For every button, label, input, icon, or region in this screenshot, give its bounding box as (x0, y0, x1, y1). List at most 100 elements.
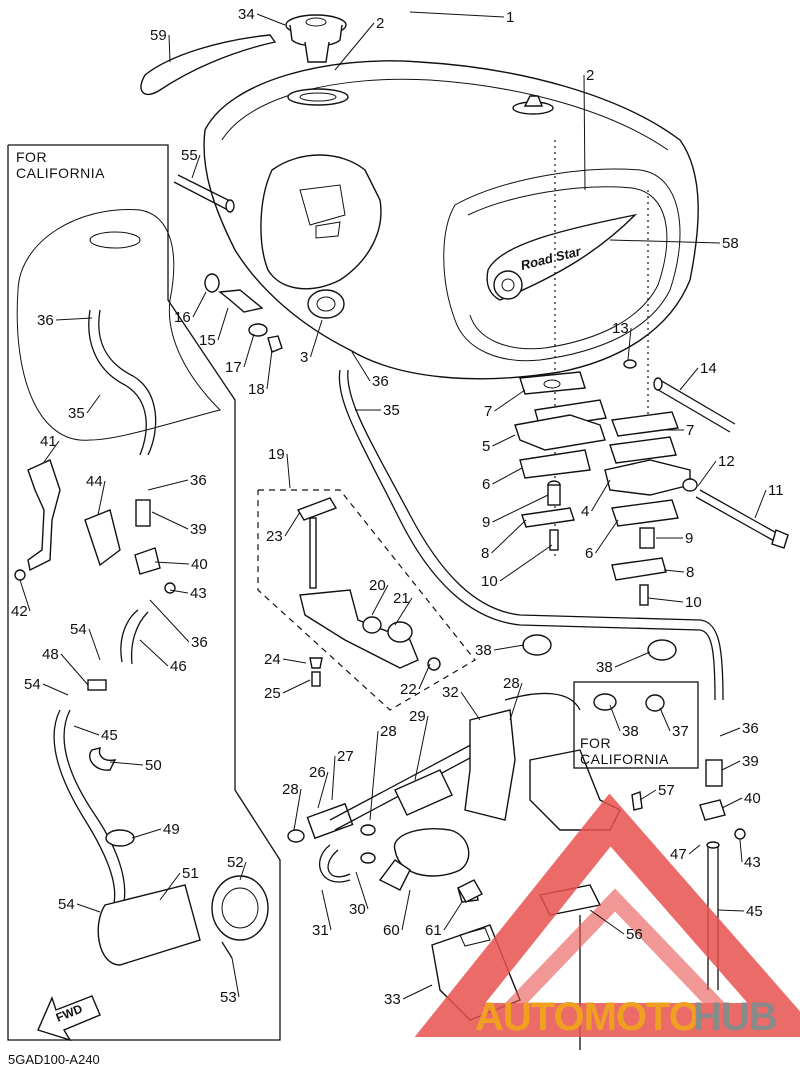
leader-line-c39a (151, 511, 189, 530)
leader-line-c49 (131, 828, 162, 839)
leader-line-c27 (331, 755, 336, 801)
callout-c15: 15 (199, 332, 216, 349)
callout-c38c: 38 (622, 723, 639, 740)
leader-line-c47 (688, 844, 701, 855)
watermark-text-primary: AUTOMOTO (475, 995, 699, 1039)
callout-c4: 4 (581, 503, 589, 520)
callout-c1: 1 (506, 9, 514, 26)
callout-c16: 16 (174, 309, 191, 326)
callout-c24: 24 (264, 651, 281, 668)
leader-line-c15 (217, 307, 229, 341)
mounting-hardware (514, 359, 789, 606)
california-label-line2: CALIFORNIA (16, 165, 105, 181)
callout-c36c: 36 (190, 472, 207, 489)
callout-c44: 44 (86, 473, 103, 490)
callout-c54b: 54 (24, 676, 41, 693)
bracket-parts-15-18 (204, 273, 283, 353)
callout-c46: 46 (170, 658, 187, 675)
leader-line-c26 (317, 771, 329, 809)
leader-line-c38b (614, 651, 651, 668)
callout-c50: 50 (145, 757, 162, 774)
callout-c37: 37 (672, 723, 689, 740)
callout-c26: 26 (309, 764, 326, 781)
callout-c61: 61 (425, 922, 442, 939)
callout-c34: 34 (238, 6, 255, 23)
callout-c17: 17 (225, 359, 242, 376)
fuel-lines-lower (287, 692, 746, 1050)
leader-line-c23 (284, 511, 301, 537)
fuel-cock (296, 497, 441, 687)
callout-c40b: 40 (744, 790, 761, 807)
callout-c28c: 28 (282, 781, 299, 798)
callout-c54c: 54 (58, 896, 75, 913)
callout-c8a: 8 (481, 545, 489, 562)
callout-c20: 20 (369, 577, 386, 594)
leader-line-c39b (721, 760, 741, 771)
callout-c10a: 10 (481, 573, 498, 590)
leader-line-c57 (639, 789, 657, 801)
leader-line-c59 (168, 34, 171, 63)
callout-c36a: 36 (37, 312, 54, 329)
callout-c43a: 43 (190, 585, 207, 602)
leader-line-c48 (60, 653, 89, 686)
leader-line-c13 (627, 327, 632, 361)
leader-line-c8a (491, 519, 527, 554)
callout-c56: 56 (626, 926, 643, 943)
leader-line-c16 (192, 291, 207, 318)
callout-c45b: 45 (746, 903, 763, 920)
leader-line-c24 (282, 658, 307, 664)
leader-line-c38c (609, 704, 621, 732)
callout-c35b: 35 (383, 402, 400, 419)
callout-c39a: 39 (190, 521, 207, 538)
rubber-rod (173, 174, 235, 213)
leader-line-c50 (109, 761, 144, 766)
callout-c9b: 9 (685, 530, 693, 547)
fuel-cock-group-box (257, 489, 476, 711)
leader-line-c41 (43, 440, 60, 463)
callout-c39b: 39 (742, 753, 759, 770)
leader-line-c36e (719, 727, 741, 737)
callout-c43b: 43 (744, 854, 761, 871)
leader-line-c9a (492, 494, 549, 523)
callout-c13: 13 (612, 320, 629, 337)
callout-c14: 14 (700, 360, 717, 377)
leader-lines (19, 11, 767, 1000)
leader-line-c61 (443, 901, 463, 931)
leader-line-c25 (282, 679, 311, 694)
callout-c49: 49 (163, 821, 180, 838)
callout-c38b: 38 (596, 659, 613, 676)
callout-c41: 41 (40, 433, 57, 450)
leader-line-c30 (355, 871, 369, 910)
leader-line-c31 (321, 889, 332, 931)
leader-line-c40a (154, 561, 190, 565)
callout-c58: 58 (722, 235, 739, 252)
emblem-wheel-icon (493, 270, 523, 300)
watermark-logo (414, 793, 800, 1037)
callout-c19: 19 (268, 446, 285, 463)
callout-c5: 5 (482, 438, 490, 455)
leader-line-c36c (147, 479, 189, 491)
callout-c21: 21 (393, 590, 410, 607)
leader-line-c58 (609, 239, 721, 244)
california-right-line1: FOR (580, 735, 611, 751)
callout-c36b: 36 (372, 373, 389, 390)
leader-line-c28b (369, 730, 379, 821)
leader-line-c45b (717, 909, 745, 912)
leader-line-c43b (739, 839, 743, 863)
callout-c42: 42 (11, 603, 28, 620)
callout-c25: 25 (264, 685, 281, 702)
leader-line-c54c (76, 903, 101, 913)
leader-line-c18 (266, 349, 273, 390)
leader-line-c19 (286, 453, 291, 489)
leader-line-c6b (595, 519, 619, 554)
leader-line-c17 (243, 333, 255, 368)
california-box-left (7, 144, 281, 1041)
leader-line-c3 (310, 319, 323, 358)
leader-line-c55 (191, 154, 201, 179)
callout-c9a: 9 (482, 514, 490, 531)
callout-c31: 31 (312, 922, 329, 939)
leader-line-c20 (371, 584, 389, 616)
leader-line-c60 (401, 889, 411, 931)
callout-c2b: 2 (586, 67, 594, 84)
callout-c29: 29 (409, 708, 426, 725)
